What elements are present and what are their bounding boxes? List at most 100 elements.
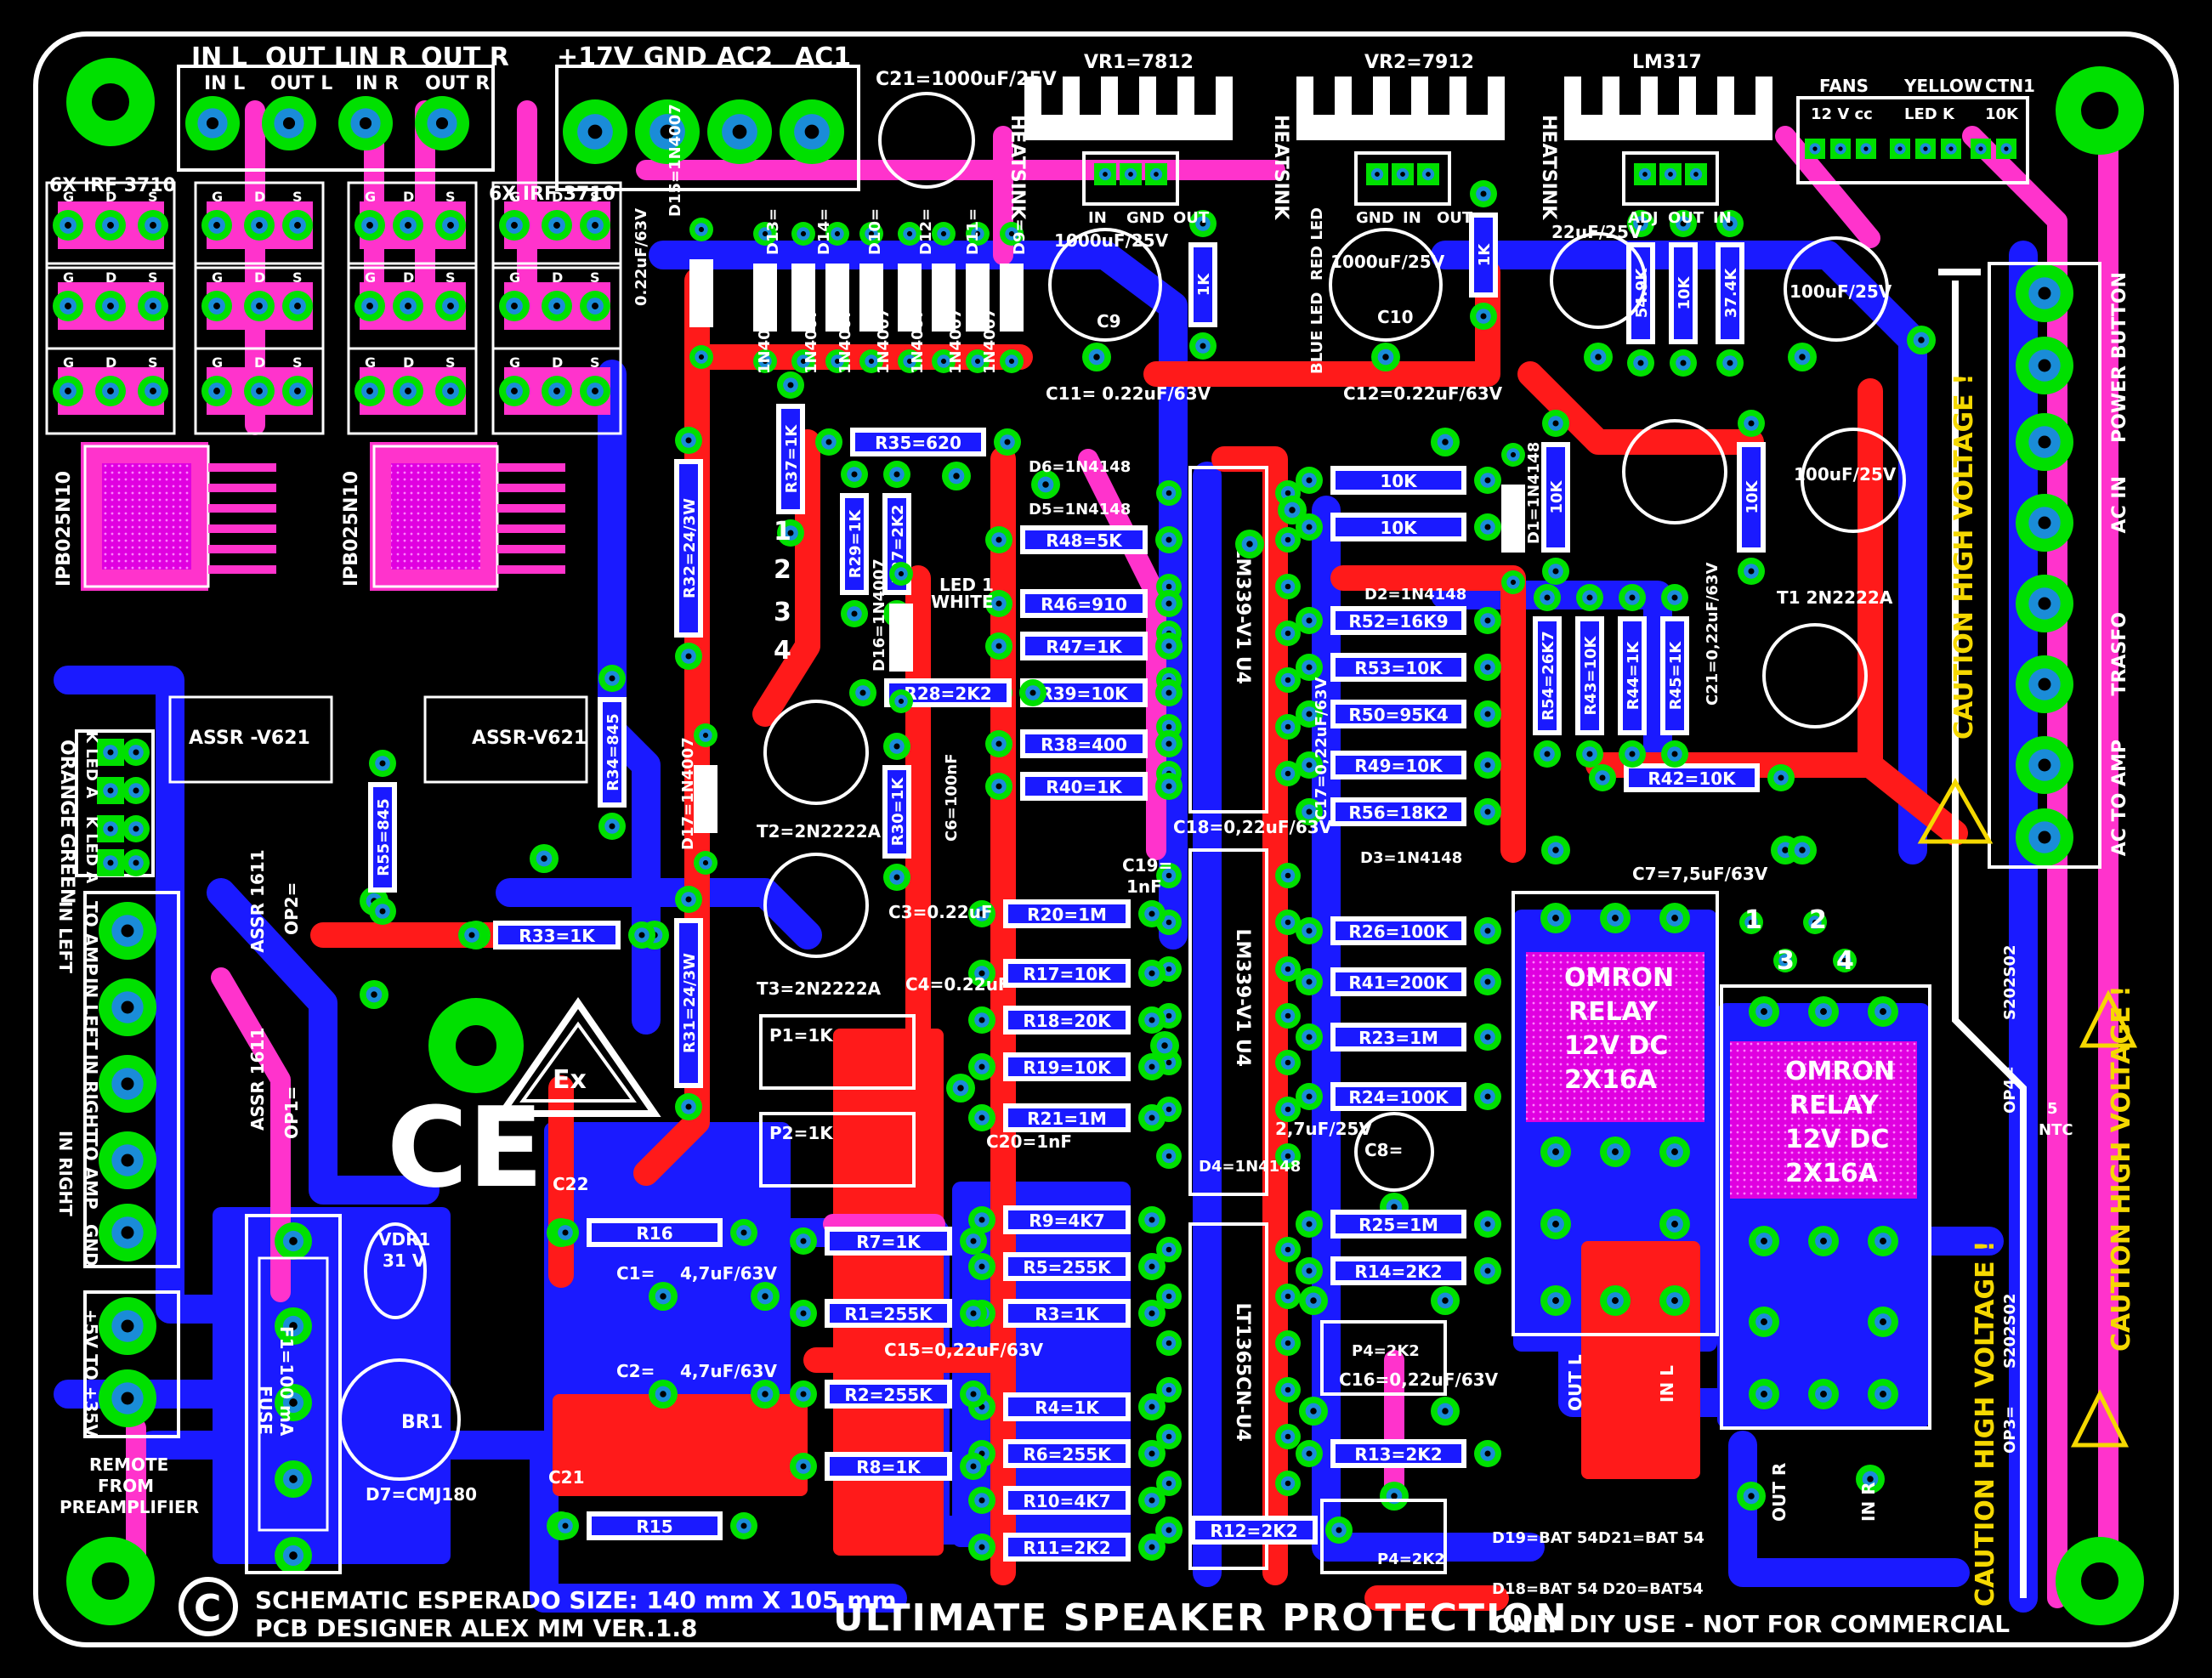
via	[649, 1380, 678, 1409]
mosfet-pin-label: D	[403, 269, 414, 286]
regulator-pin	[1145, 163, 1167, 185]
smd-lead	[208, 504, 276, 513]
regulator-pin	[1634, 163, 1656, 185]
label-p4-a: P4=2K2	[1352, 1342, 1420, 1360]
top-pour	[1581, 1241, 1700, 1479]
relay-pad	[1749, 1307, 1779, 1337]
label-mosfet-right: 6X IRF 3710	[489, 184, 615, 205]
resistor-pad	[1296, 798, 1323, 825]
relay-test-pad	[1833, 949, 1857, 972]
resistor-label-bg	[679, 464, 698, 632]
cap-label: C19=	[1122, 855, 1172, 876]
diode-body	[753, 264, 777, 332]
led-connector-pad	[97, 849, 124, 876]
label-out-r: OUT R	[421, 43, 509, 72]
resistor-pad	[1155, 590, 1183, 617]
label-p2: P2=1K	[769, 1123, 834, 1143]
resistor-pad	[790, 1300, 817, 1327]
ic-pin	[1275, 574, 1301, 599]
pad-in-r: IN R	[1858, 1482, 1879, 1522]
diode-label: D11=	[964, 208, 982, 255]
resistor-pad	[994, 428, 1021, 456]
mosfet-pin	[201, 210, 232, 241]
mosfet-outline	[194, 181, 325, 269]
vdr1	[364, 1222, 427, 1319]
resistor-label-bg	[1008, 1011, 1126, 1029]
smd-lead	[497, 504, 565, 513]
resistor-pad	[730, 1219, 757, 1246]
resistor-label-bg	[855, 433, 981, 451]
resistor-pad	[1138, 1104, 1166, 1131]
diode-label: D9=	[1011, 218, 1029, 255]
mosfet-outline	[347, 181, 478, 269]
diode-pad	[689, 218, 713, 241]
ic-pin	[1156, 1143, 1182, 1169]
mosfet-pin	[138, 291, 168, 321]
fuse-pad	[275, 1460, 312, 1498]
cap-c21	[878, 92, 975, 189]
mosfet-pin-label: G	[509, 189, 520, 205]
resistor-pad	[777, 371, 804, 399]
resistor-pad	[1474, 917, 1501, 944]
resistor-pad	[1716, 210, 1744, 237]
copyright-letter: C	[194, 1587, 221, 1630]
diode-pad	[932, 222, 956, 246]
resistor-pad	[1619, 740, 1646, 768]
vr2-pin-gnd: GND	[1356, 209, 1394, 227]
resistor-label-bg	[1336, 611, 1461, 630]
power-terminal-pad	[2016, 808, 2073, 866]
mosfet-pin	[435, 291, 466, 321]
top-pour	[553, 1394, 808, 1496]
point-3: 3	[774, 598, 791, 627]
diode-body	[689, 259, 713, 327]
resistor-pad	[1474, 968, 1501, 995]
cap-label: C4=0.22uF	[905, 974, 1010, 995]
mosfet-pin	[393, 376, 423, 406]
heatsink	[1024, 77, 1233, 140]
cap-label: 4,7uF/63V	[680, 1263, 777, 1284]
header-pin	[1830, 139, 1851, 159]
pin-in-r: IN R	[355, 73, 399, 94]
ic-pin	[1275, 910, 1301, 935]
resistor-pad	[1138, 1006, 1166, 1034]
header-pin	[1941, 139, 1961, 159]
relay-test-pad	[1739, 910, 1763, 934]
heatsink	[1296, 77, 1505, 140]
resistor-pad	[1138, 1300, 1166, 1327]
cap-label: C8=	[1364, 1140, 1403, 1160]
resistor-pad	[552, 1512, 579, 1539]
fuse-pad	[275, 1307, 312, 1345]
footer-line2: PCB DESIGNER ALEX MM VER.1.8	[255, 1614, 698, 1642]
left-audio-connector	[83, 891, 180, 1268]
vr1-pin-gnd: GND	[1126, 209, 1165, 227]
via	[649, 1282, 678, 1311]
diode-label: D14=	[815, 208, 833, 255]
ex-symbol: Ex	[495, 996, 661, 1117]
resistor-label-bg	[592, 1223, 717, 1242]
cap-label: C2=	[616, 1361, 655, 1381]
resistor-label-bg	[1336, 471, 1461, 490]
regulator-pin	[1392, 163, 1414, 185]
resistor-pad	[849, 679, 876, 706]
diode-pad	[1501, 570, 1525, 594]
resistor-label-bg	[845, 498, 864, 590]
resistor-label-bg	[1008, 1491, 1126, 1510]
resistor-label-bg	[889, 683, 1007, 702]
resistor-pad	[1155, 632, 1183, 660]
resistor-label-bg	[1025, 637, 1143, 655]
relay-pad	[1808, 1226, 1839, 1256]
cap-label: C11= 0.22uF/63V	[1046, 383, 1211, 404]
relay-pad	[1868, 1307, 1898, 1337]
power-terminal-pad	[2016, 736, 2073, 794]
relay-pad	[1808, 1379, 1839, 1409]
relay-pad	[1749, 996, 1779, 1027]
resistor-label: 37.4K	[1722, 268, 1740, 318]
mosfet-pin	[435, 376, 466, 406]
mosfet-pin-label: G	[212, 189, 223, 205]
power-connector	[555, 65, 860, 191]
label-kleda-2: K LED A	[82, 816, 100, 883]
resistor-pad	[968, 1533, 995, 1561]
footer-note: ONLY DIY USE - NOT FOR COMMERCIAL	[1492, 1610, 2010, 1638]
resistor-label-bg	[1742, 447, 1761, 547]
ic-pin	[1275, 1377, 1301, 1403]
